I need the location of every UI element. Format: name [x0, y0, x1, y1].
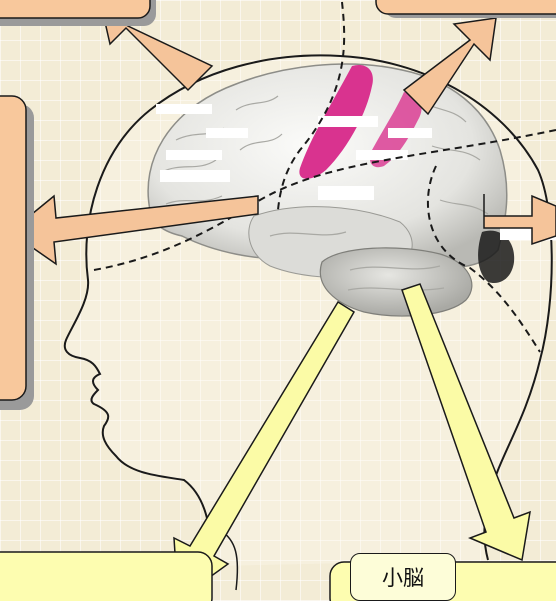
- label-box-top-left: [0, 0, 156, 26]
- label-box-top-right: [376, 0, 556, 18]
- label-box-left: [0, 96, 34, 410]
- label-box-bottom-left: [0, 552, 212, 601]
- cerebellum-label: 小脳: [350, 553, 456, 601]
